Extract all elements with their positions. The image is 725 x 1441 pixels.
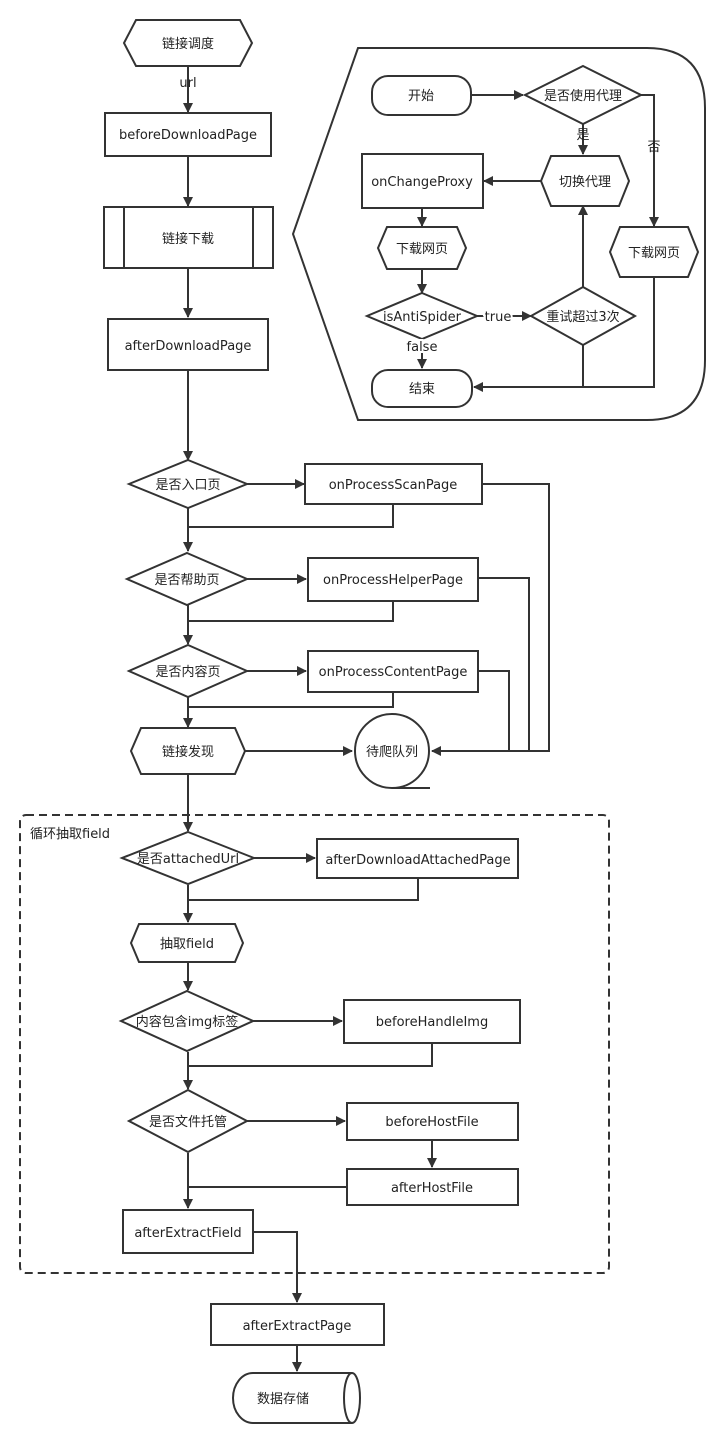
crawl-queue-label: 待爬队列 [366, 745, 418, 760]
return-img [188, 1043, 433, 1067]
after-host-file-node: afterHostFile [346, 1168, 519, 1206]
proxy-start-label: 开始 [408, 89, 434, 104]
is-content-page-node: 是否内容页 [126, 643, 250, 699]
is-file-hosting-label: 是否文件托管 [149, 1115, 227, 1130]
contains-img-node: 内容包含img标签 [118, 989, 256, 1053]
on-change-proxy-label: onChangeProxy [371, 175, 473, 190]
on-process-content-page-label: onProcessContentPage [319, 665, 468, 680]
proxy-start-node: 开始 [371, 75, 472, 116]
download-page-left-label: 下载网页 [396, 242, 448, 257]
download-page-right-node: 下载网页 [608, 226, 700, 278]
after-host-file-label: afterHostFile [391, 1181, 473, 1196]
on-process-scan-page-label: onProcessScanPage [329, 478, 458, 493]
field-extraction-loop: 循环抽取field 是否attachedUrl afterDownloadAtt… [19, 814, 610, 1274]
is-entry-page-node: 是否入口页 [126, 458, 250, 510]
download-page-right-label: 下载网页 [628, 246, 680, 261]
link-discovery-node: 链接发现 [129, 727, 247, 775]
after-download-attached-page-node: afterDownloadAttachedPage [316, 838, 519, 879]
after-extract-page-node: afterExtractPage [210, 1303, 385, 1346]
on-process-content-page-node: onProcessContentPage [307, 650, 479, 693]
is-helper-page-node: 是否帮助页 [124, 551, 250, 607]
proxy-connectors [417, 90, 659, 392]
before-host-file-node: beforeHostFile [346, 1102, 519, 1141]
feedback-content-to-queue [478, 670, 510, 751]
after-download-attached-page-label: afterDownloadAttachedPage [325, 853, 510, 868]
on-process-scan-page-node: onProcessScanPage [304, 463, 483, 505]
link-dispatch-node: 链接调度 [122, 19, 254, 67]
link-dispatch-label: 链接调度 [162, 36, 214, 52]
is-attached-url-node: 是否attachedUrl [119, 830, 257, 886]
is-attached-url-label: 是否attachedUrl [137, 852, 239, 867]
yes-label: 是 [576, 128, 589, 143]
feedback-scan-to-queue [431, 483, 550, 756]
after-download-page-label: afterDownloadPage [125, 339, 252, 354]
on-process-helper-page-label: onProcessHelperPage [323, 573, 463, 588]
after-extract-field-label: afterExtractField [134, 1226, 241, 1241]
false-label: false [407, 340, 438, 355]
use-proxy-node: 是否使用代理 [522, 64, 644, 126]
feedback-helper-to-queue [478, 577, 530, 751]
use-proxy-label: 是否使用代理 [544, 88, 622, 104]
connectors [183, 67, 550, 1372]
extract-field-label: 抽取field [160, 937, 214, 952]
arrow-download-right-to-end [583, 277, 655, 388]
is-anti-spider-node: isAntiSpider [364, 291, 480, 341]
before-download-page-label: beforeDownloadPage [119, 128, 257, 143]
loop-frame [19, 814, 610, 1274]
is-entry-page-label: 是否入口页 [155, 478, 220, 493]
retry-label: 重试超过3次 [546, 309, 619, 325]
proxy-end-node: 结束 [371, 369, 473, 408]
after-download-page-node: afterDownloadPage [107, 318, 269, 371]
link-discovery-label: 链接发现 [162, 744, 214, 760]
data-storage-node: 数据存储 [232, 1372, 361, 1424]
is-content-page-label: 是否内容页 [155, 664, 220, 680]
before-host-file-label: beforeHostFile [385, 1115, 478, 1130]
url-label: url [179, 76, 196, 91]
proxy-end-label: 结束 [409, 382, 435, 397]
download-page-left-node: 下载网页 [376, 226, 468, 270]
data-storage-label: 数据存储 [257, 1392, 309, 1407]
is-file-hosting-node: 是否文件托管 [126, 1088, 250, 1154]
loop-title: 循环抽取field [30, 827, 110, 842]
main-flow: 链接调度 url beforeDownloadPage 链接下载 afterDo… [103, 19, 483, 1424]
arrow-no-to-download [641, 94, 659, 227]
link-download-label: 链接下载 [162, 231, 214, 247]
on-process-helper-page-node: onProcessHelperPage [307, 557, 479, 602]
before-handle-img-label: beforeHandleImg [376, 1015, 488, 1030]
switch-proxy-node: 切换代理 [539, 155, 631, 207]
after-extract-field-node: afterExtractField [122, 1209, 254, 1254]
contains-img-label: 内容包含img标签 [136, 1014, 239, 1030]
on-change-proxy-node: onChangeProxy [361, 153, 484, 209]
extract-field-node: 抽取field [129, 923, 245, 963]
return-content [188, 692, 394, 708]
no-label: 否 [647, 140, 660, 155]
return-helper [188, 601, 394, 622]
arrow-to-after-extract-page [253, 1231, 302, 1303]
return-scan [188, 504, 394, 528]
before-download-page-node: beforeDownloadPage [104, 112, 272, 157]
return-attached [188, 878, 419, 901]
switch-proxy-label: 切换代理 [559, 175, 611, 190]
true-label: true [485, 310, 512, 325]
link-download-node: 链接下载 [103, 206, 274, 269]
proxy-subprocess: 开始 是否使用代理 是 否 切换代理 onChangeProxy 下载网页 下载… [291, 47, 706, 421]
is-helper-page-label: 是否帮助页 [154, 573, 219, 588]
is-anti-spider-label: isAntiSpider [383, 310, 462, 325]
crawl-queue-node: 待爬队列 [354, 713, 430, 789]
before-handle-img-node: beforeHandleImg [343, 999, 521, 1044]
retry-node: 重试超过3次 [528, 285, 638, 347]
after-extract-page-label: afterExtractPage [243, 1319, 352, 1334]
